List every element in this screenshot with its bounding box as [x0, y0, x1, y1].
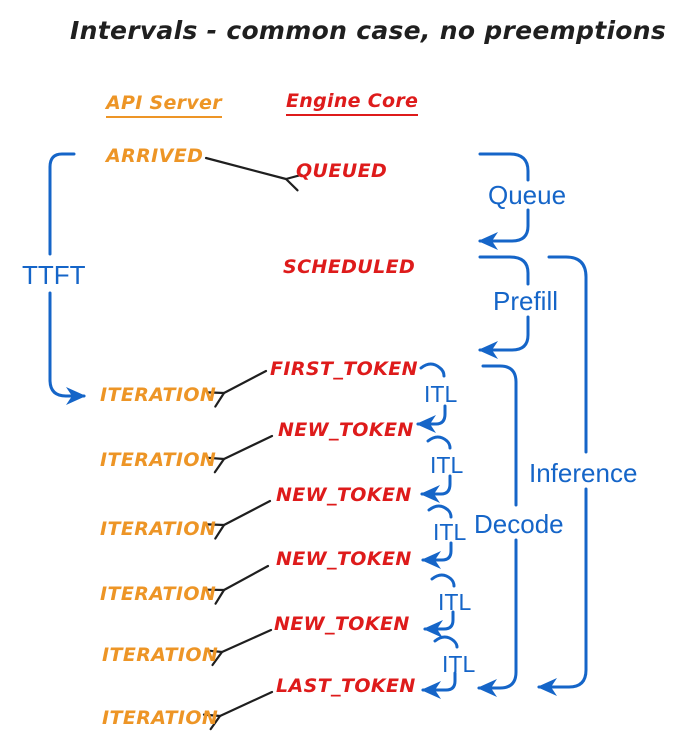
event-last-token: LAST_TOKEN [276, 675, 416, 697]
itl-mark-3 [421, 504, 453, 569]
interval-label-inference: Inference [529, 458, 638, 488]
interval-label-itl-3: ITL [433, 519, 467, 545]
new-token-to-iteration-arrow-4 [204, 628, 273, 667]
column-header-engine-core: Engine Core [286, 90, 419, 116]
itl-mark-1 [416, 362, 447, 433]
event-scheduled: SCHEDULED [283, 256, 416, 278]
interval-label-itl-1: ITL [424, 381, 458, 407]
first-token-to-iteration-arrow [206, 369, 268, 408]
prefill-bracket [478, 255, 530, 359]
event-iteration-2: ITERATION [100, 449, 217, 471]
event-first-token: FIRST_TOKEN [270, 358, 418, 380]
itl-mark-2 [420, 435, 452, 503]
inference-bracket [537, 255, 588, 696]
event-iteration-6: ITERATION [102, 707, 219, 729]
event-iteration-4: ITERATION [100, 583, 217, 605]
interval-label-ttft: TTFT [22, 260, 86, 290]
event-arrived: ARRIVED [106, 145, 204, 167]
event-queued: QUEUED [296, 160, 388, 182]
queue-bracket [478, 152, 530, 250]
decode-bracket [477, 364, 518, 697]
event-iteration-5: ITERATION [102, 644, 219, 666]
arrived-to-queued-arrow [204, 156, 303, 192]
new-token-to-iteration-arrow-3 [206, 564, 270, 605]
column-header-api-server: API Server [106, 92, 222, 118]
event-new-token-4: NEW_TOKEN [274, 613, 410, 635]
event-new-token-2: NEW_TOKEN [276, 484, 412, 506]
interval-label-queue: Queue [488, 180, 567, 210]
event-new-token-1: NEW_TOKEN [278, 419, 414, 441]
interval-label-itl-4: ITL [438, 589, 472, 615]
last-token-to-iteration-arrow [202, 690, 274, 731]
itl-mark-5 [421, 635, 459, 699]
event-new-token-3: NEW_TOKEN [276, 548, 412, 570]
interval-label-itl-5: ITL [442, 651, 476, 677]
new-token-to-iteration-arrow-2 [206, 499, 272, 540]
event-iteration-3: ITERATION [100, 518, 217, 540]
event-iteration-1: ITERATION [100, 384, 217, 406]
ttft-bracket [48, 152, 86, 405]
interval-label-itl-2: ITL [430, 452, 464, 478]
interval-label-prefill: Prefill [493, 286, 559, 316]
new-token-to-iteration-arrow-1 [206, 434, 274, 474]
itl-mark-4 [423, 573, 456, 638]
diagram-title: Intervals - common case, no preemptions [70, 16, 667, 45]
interval-label-decode: Decode [474, 509, 564, 539]
